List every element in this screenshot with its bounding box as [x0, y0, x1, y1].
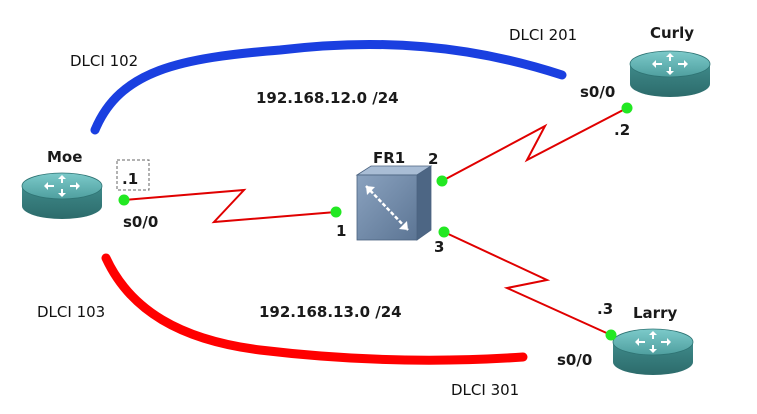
- port-label-2: 2: [428, 150, 438, 168]
- port-dot-curly: [621, 102, 633, 114]
- host-label-moe: .1: [122, 170, 138, 188]
- interface-label-moe: s0/0: [123, 213, 158, 231]
- router-name-larry: Larry: [633, 304, 677, 322]
- host-label-curly: .2: [614, 121, 630, 139]
- port-dot-moe: [118, 194, 130, 206]
- pvc-moe-larry-line: [101, 253, 528, 365]
- network-label-top: 192.168.12.0 /24: [256, 89, 399, 107]
- port-dot-fr1-3: [438, 226, 450, 238]
- frame-relay-switch-icon[interactable]: [355, 165, 433, 241]
- dlci-label-102: DLCI 102: [70, 52, 138, 70]
- serial-link-moe-fr1: [123, 188, 337, 224]
- router-name-curly: Curly: [650, 24, 694, 42]
- selection-box: [116, 159, 150, 191]
- serial-link-fr1-larry: [443, 231, 612, 336]
- router-icon[interactable]: [629, 50, 711, 98]
- host-label-larry: .3: [597, 300, 613, 318]
- port-label-3: 3: [434, 238, 444, 256]
- port-label-1: 1: [336, 222, 346, 240]
- dlci-label-201: DLCI 201: [509, 26, 577, 44]
- router-icon[interactable]: [612, 328, 694, 376]
- port-dot-fr1-1: [330, 206, 342, 218]
- pvc-moe-curly-line: [90, 39, 567, 135]
- network-label-bottom: 192.168.13.0 /24: [259, 303, 402, 321]
- switch-name-fr1: FR1: [373, 149, 405, 167]
- interface-label-larry: s0/0: [557, 351, 592, 369]
- router-name-moe: Moe: [47, 148, 82, 166]
- dlci-label-103: DLCI 103: [37, 303, 105, 321]
- port-dot-fr1-2: [436, 175, 448, 187]
- dlci-label-301: DLCI 301: [451, 381, 519, 399]
- port-dot-larry: [605, 329, 617, 341]
- serial-link-fr1-curly: [441, 107, 628, 182]
- interface-label-curly: s0/0: [580, 83, 615, 101]
- router-icon[interactable]: [21, 172, 103, 220]
